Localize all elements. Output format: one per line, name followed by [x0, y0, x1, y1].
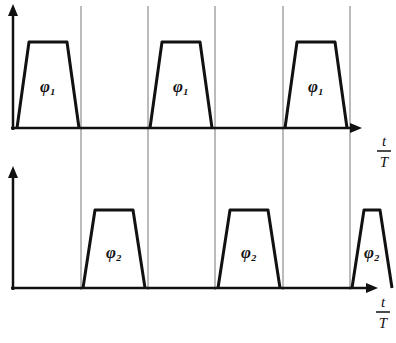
- axis-line: [12, 14, 15, 130]
- phase-label: φ₁: [308, 78, 324, 95]
- arrowhead: [366, 283, 378, 293]
- axes: [11, 14, 368, 290]
- phase-label: φ₂: [106, 244, 122, 261]
- phase-label: φ₁: [173, 78, 189, 95]
- arrowhead: [8, 4, 18, 16]
- phi2-waveform: [83, 210, 392, 288]
- axis-line: [11, 127, 352, 130]
- divider-line: [215, 6, 216, 290]
- period-dividers: [81, 6, 350, 290]
- axis-label: t: [382, 134, 386, 149]
- arrowhead: [350, 123, 362, 133]
- clock-pulse: [150, 42, 212, 128]
- divider-line: [350, 6, 351, 290]
- clock-pulse: [218, 210, 280, 288]
- clock-pulse: [83, 210, 145, 288]
- axis-label: t: [381, 295, 385, 310]
- fraction-bar: [376, 311, 390, 313]
- phi1-waveform: [17, 42, 347, 128]
- arrowheads: [8, 4, 378, 293]
- clock-pulse: [285, 42, 347, 128]
- clock-pulse: [352, 210, 392, 288]
- fraction-bar: [377, 150, 391, 152]
- axis-line: [12, 176, 15, 290]
- axis-label: T: [379, 316, 387, 331]
- axis-label: T: [380, 155, 388, 170]
- clock-pulse: [17, 42, 79, 128]
- axis-line: [11, 287, 368, 290]
- phase-label: φ₁: [40, 78, 56, 95]
- fraction-bars: [376, 151, 391, 312]
- divider-line: [283, 6, 284, 290]
- phase-label: φ₂: [241, 244, 257, 261]
- phase-label: φ₂: [364, 244, 380, 261]
- divider-line: [148, 6, 149, 290]
- arrowhead: [8, 166, 18, 178]
- divider-line: [81, 6, 82, 290]
